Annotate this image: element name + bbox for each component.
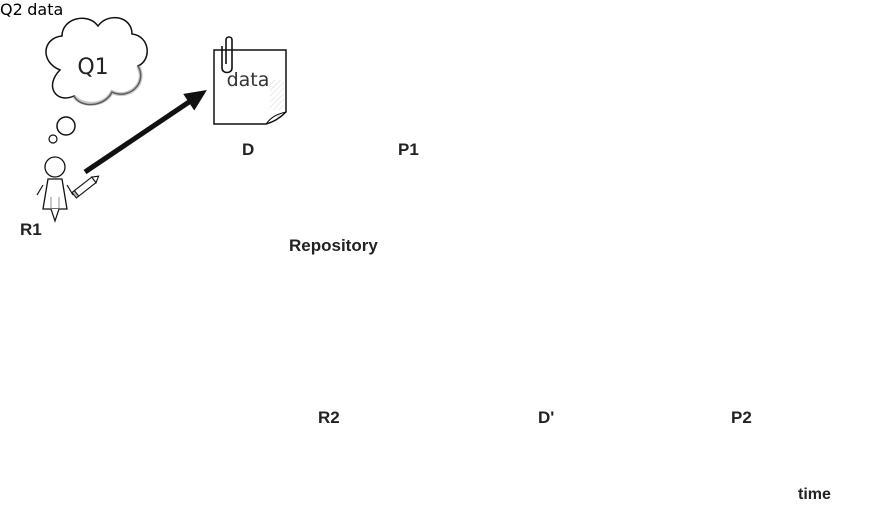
q2-label: Q2 — [0, 0, 23, 19]
arrow-d-to-repository: Q2 data D P1 R1 Repository R2 D' P2 time… — [0, 0, 831, 503]
data-label-d: data — [227, 69, 270, 91]
q1-label: Q1 — [77, 55, 108, 80]
label-p1: P1 — [398, 140, 419, 159]
label-repository: Repository — [289, 236, 378, 255]
arrow-r1-to-d — [83, 89, 207, 175]
data-label-d-prime: data — [27, 0, 64, 19]
note-with-paperclip-icon: data — [27, 0, 64, 19]
label-r1: R1 — [20, 220, 42, 239]
pencil-icon — [71, 175, 100, 199]
person-icon — [36, 156, 74, 223]
label-d-prime: D' — [538, 408, 555, 427]
arrow-repository-to-r2: Q2 data D P1 R1 Repository R2 D' P2 time… — [0, 0, 831, 503]
label-time: time — [798, 486, 831, 503]
arrow-d-to-p1: Q2 data D P1 R1 Repository R2 D' P2 time… — [0, 0, 831, 503]
thought-bubble-q2: Q2 — [0, 0, 27, 19]
note-with-paperclip-icon: data — [213, 36, 287, 125]
label-d: D — [242, 140, 255, 159]
arrow-r2-to-d-prime: data D P1 R1 Repository R2 D' P2 time co… — [20, 0, 831, 503]
label-p2: P2 — [731, 408, 752, 427]
label-r2: R2 — [318, 408, 340, 427]
thought-bubble-q1: Q1 — [45, 16, 148, 144]
